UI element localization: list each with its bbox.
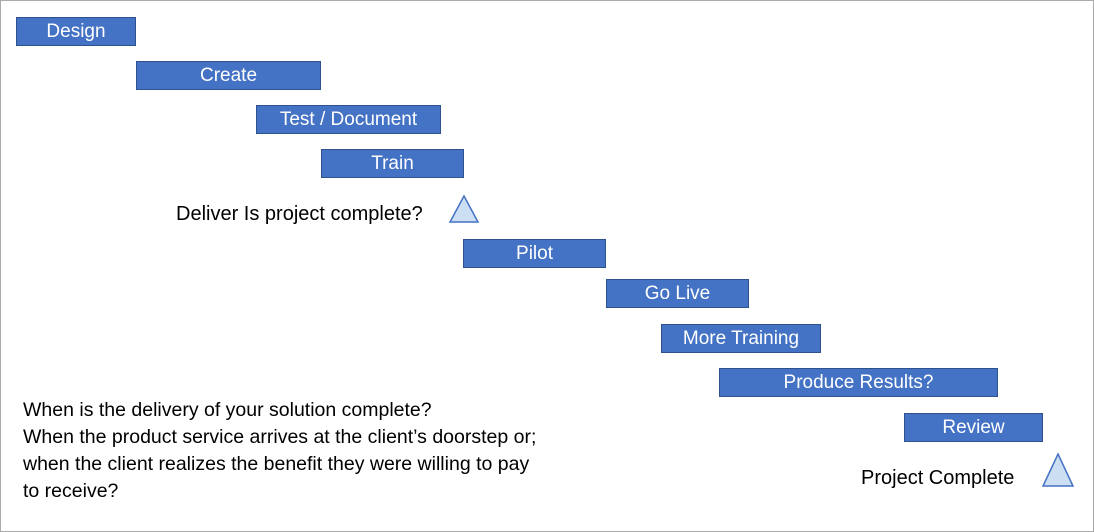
task-bar-label: More Training (682, 327, 800, 349)
task-bar-label: Design (46, 20, 106, 42)
task-bar-label: Review (942, 416, 1005, 438)
task-bar-review: Review (904, 413, 1043, 442)
delivery-note-line: when the client realizes the benefit the… (23, 453, 530, 475)
task-bar-produce-results: Produce Results? (719, 368, 998, 397)
task-bar-label: Train (371, 152, 414, 174)
task-bar-design: Design (16, 17, 136, 46)
task-bar-create: Create (136, 61, 321, 90)
task-bar-test-document: Test / Document (256, 105, 441, 134)
delivery-note-line: to receive? (23, 480, 119, 502)
task-bar-label: Pilot (516, 242, 553, 264)
delivery-note: When is the delivery of your solution co… (23, 397, 536, 505)
delivery-note-line: When is the delivery of your solution co… (23, 399, 432, 421)
project-complete-triangle-icon (1041, 451, 1075, 489)
task-bar-train: Train (321, 149, 464, 178)
deliver-milestone-label: Deliver Is project complete? (176, 203, 423, 225)
task-bar-pilot: Pilot (463, 239, 606, 268)
deliver-milestone-triangle-icon (448, 194, 480, 224)
delivery-note-line: When the product service arrives at the … (23, 426, 537, 448)
task-bar-label: Create (199, 64, 258, 86)
task-bar-label: Go Live (644, 282, 711, 304)
task-bar-label: Test / Document (279, 108, 418, 130)
task-bar-more-training: More Training (661, 324, 821, 353)
project-complete-label: Project Complete (861, 467, 1015, 489)
task-bar-label: Produce Results? (783, 371, 934, 393)
task-bar-go-live: Go Live (606, 279, 749, 308)
